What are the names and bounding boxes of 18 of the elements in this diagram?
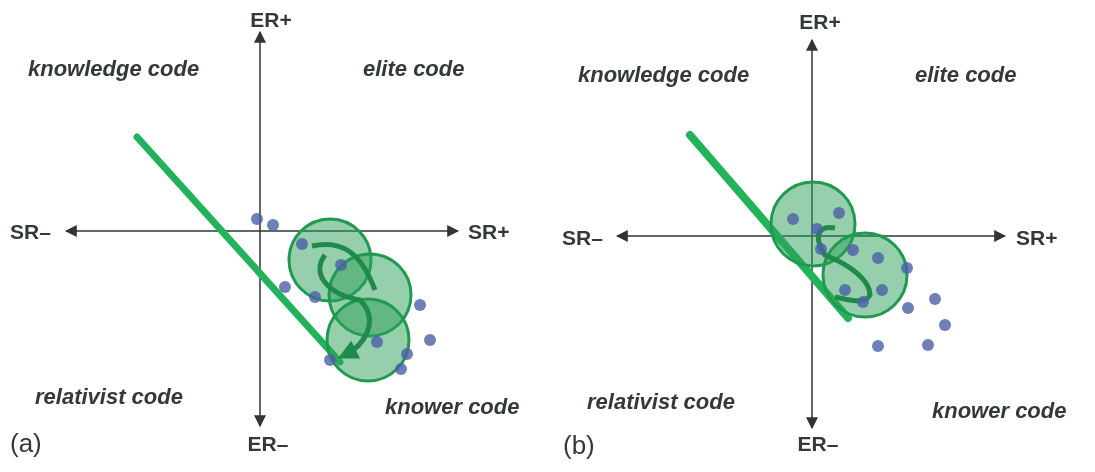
axis-label: SR– — [10, 219, 51, 245]
quadrant-label: knowledge code — [28, 55, 200, 83]
panel-label: (b) — [563, 429, 595, 462]
quadrant-label: knowledge code — [578, 61, 750, 89]
quadrant-label: elite code — [915, 61, 1017, 89]
axis-label: SR+ — [468, 219, 510, 245]
quadrant-label: knower code — [932, 397, 1067, 425]
panel-label: (a) — [10, 427, 42, 460]
quadrant-label: relativist code — [587, 388, 735, 416]
axis-label: SR+ — [1016, 225, 1058, 251]
axis-label: ER– — [797, 431, 839, 457]
quadrant-label: knower code — [385, 393, 520, 421]
axis-label: ER– — [247, 431, 289, 457]
quadrant-label: elite code — [363, 55, 465, 83]
axis-label: ER+ — [250, 7, 292, 33]
axis-label: SR– — [562, 225, 603, 251]
quadrant-label: relativist code — [35, 383, 183, 411]
axis-label: ER+ — [799, 9, 841, 35]
